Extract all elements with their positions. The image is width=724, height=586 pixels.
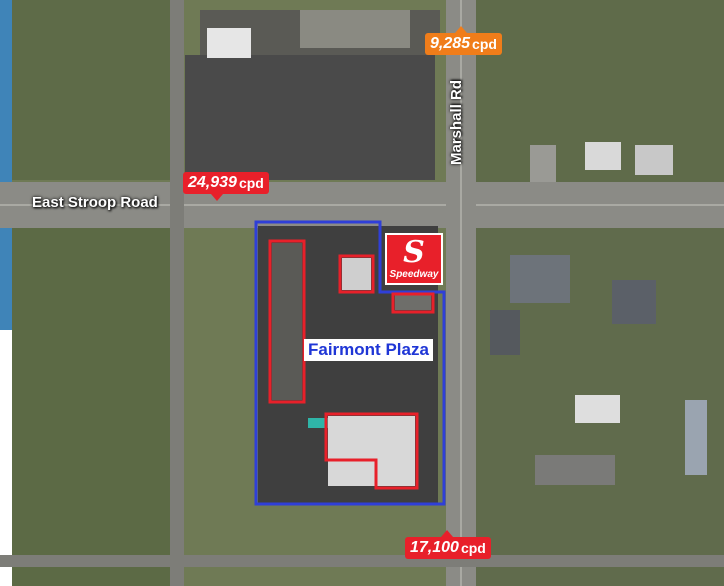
se-building-6 [685,400,707,475]
residential-block-sw [10,225,180,586]
highlight-pad-building [338,254,375,294]
traffic-count-marshall-north: 9,285 cpd [425,26,502,55]
speedway-canopy [395,295,431,310]
speedway-logo-icon: S Speedway [385,233,443,285]
traffic-count-marshall-south-unit: cpd [460,540,486,556]
image-edge-blank [0,330,12,586]
residential-block-nw [10,0,175,180]
north-building [207,28,251,58]
ne-building-2 [635,145,673,175]
plaza-anchor-building [328,416,415,486]
north-building-roof [300,10,410,48]
south-side-street [0,555,724,567]
east-stroop-road-label: East Stroop Road [32,194,158,211]
triangle-pointer-icon [211,194,223,201]
west-side-street [170,0,184,586]
image-edge-strip [0,0,12,330]
traffic-count-marshall-south: 17,100 cpd [405,530,491,559]
traffic-count-stroop-unit: cpd [238,175,264,191]
se-building-2 [612,280,656,324]
se-building-4 [490,310,520,355]
plaza-strip-building [272,243,302,400]
ne-building-1 [585,142,621,170]
north-parking-lot [185,55,435,180]
traffic-count-marshall-north-value: 9,285 [430,35,471,52]
se-building-1 [510,255,570,303]
speedway-logo-mark: S [403,235,425,270]
east-stroop-road-centerline [0,204,724,206]
property-boundary-outline [254,220,446,506]
marshall-road-label: Marshall Rd [448,79,465,165]
se-building-5 [535,455,615,485]
speedway-logo-word: Speedway [389,269,439,280]
triangle-pointer-icon [455,26,467,33]
highlight-anchor-building [324,412,419,490]
property-name-label: Fairmont Plaza [304,339,433,361]
highlight-speedway-canopy [391,292,435,314]
traffic-count-marshall-south-value: 17,100 [410,539,459,556]
triangle-pointer-icon [441,530,453,537]
highlight-strip-building [268,239,306,404]
se-building-3 [575,395,620,423]
traffic-count-marshall-north-unit: cpd [472,36,497,52]
ne-building-3 [530,145,556,187]
plaza-teal-roof [308,418,328,428]
traffic-count-stroop: 24,939 cpd [183,172,269,201]
marshall-road-centerline [460,0,462,586]
plaza-pad-building [342,258,371,290]
traffic-count-stroop-value: 24,939 [188,174,237,191]
